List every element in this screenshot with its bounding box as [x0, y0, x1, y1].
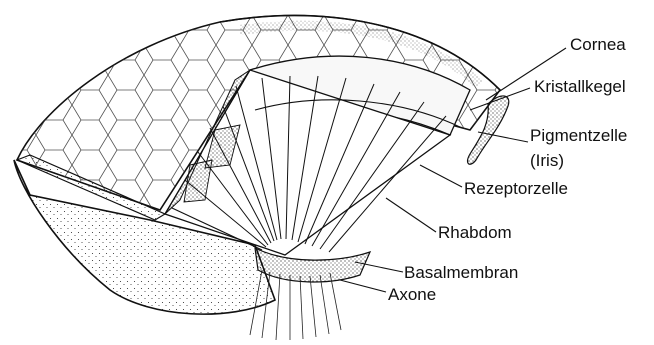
label-kristallkegel: Kristallkegel: [534, 77, 626, 96]
label-pigmentzelle: Pigmentzelle: [530, 126, 627, 145]
label-cornea: Cornea: [570, 35, 626, 54]
label-rezeptorzelle: Rezeptorzelle: [464, 179, 568, 198]
leader-rhabdom: [386, 198, 436, 232]
label-iris: (Iris): [530, 151, 564, 170]
label-axone: Axone: [388, 285, 436, 304]
label-rhabdom: Rhabdom: [438, 223, 512, 242]
leader-axone: [340, 280, 386, 292]
label-basalmembran: Basalmembran: [404, 263, 518, 282]
leader-rezeptorzelle: [420, 165, 462, 187]
basal-membrane: [255, 248, 370, 282]
